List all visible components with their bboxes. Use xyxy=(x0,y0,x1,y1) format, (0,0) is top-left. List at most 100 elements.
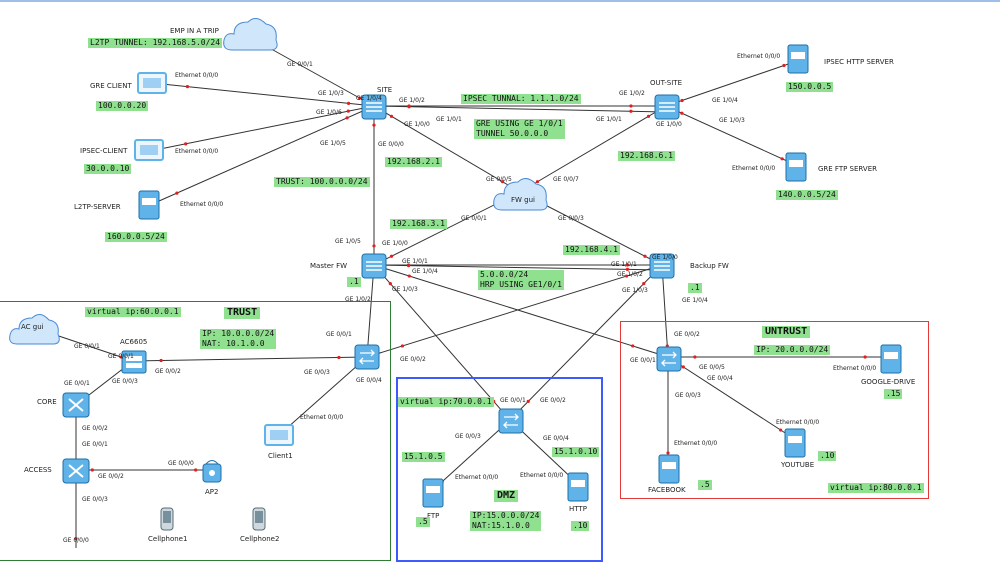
firewall-icon-master[interactable] xyxy=(361,253,387,283)
network-link xyxy=(519,105,667,193)
port-label: Ethernet 0/0/0 xyxy=(455,474,499,481)
node-label-ipsec-client: IPSEC-CLIENT xyxy=(80,147,128,155)
phone-icon-cellphone1[interactable] xyxy=(160,507,174,535)
label-untrust-ip: IP: 20.0.0.0/24 xyxy=(754,345,831,355)
untrust-zone xyxy=(620,321,929,499)
port-label: GE 0/0/2 xyxy=(540,397,566,404)
label-gre-client-ip: 100.0.0.20 xyxy=(96,101,149,111)
server-icon-ftp[interactable] xyxy=(422,478,444,512)
port-dot xyxy=(625,267,630,271)
port-dot xyxy=(372,123,376,127)
port-dot xyxy=(406,264,411,268)
port-label: GE 0/0/5 xyxy=(699,364,725,371)
pc-icon-client1[interactable] xyxy=(264,424,294,452)
port-dot xyxy=(629,109,633,113)
network-link xyxy=(373,105,521,193)
pc-icon-gre-client[interactable] xyxy=(137,72,167,100)
port-label: GE 0/0/0 xyxy=(168,460,194,467)
server-icon-youtube[interactable] xyxy=(784,428,806,462)
node-label-http: HTTP xyxy=(569,505,587,513)
port-dot xyxy=(643,254,647,258)
port-label: GE 1/0/2 xyxy=(345,296,371,303)
ac-icon-ac6605[interactable] xyxy=(121,350,147,378)
port-dot xyxy=(680,111,684,115)
port-label: GE 0/0/5 xyxy=(486,176,512,183)
cloud-icon-ac-gui[interactable] xyxy=(8,312,62,354)
port-label: GE 0/0/4 xyxy=(543,435,569,442)
server-icon-facebook[interactable] xyxy=(658,454,680,488)
port-dot xyxy=(372,244,376,248)
node-label-access: ACCESS xyxy=(24,466,52,474)
port-dot xyxy=(389,254,394,258)
node-label-out-site: OUT-SITE xyxy=(650,79,682,87)
router-icon-out-site[interactable] xyxy=(654,94,680,124)
port-dot xyxy=(407,105,411,109)
label-ftp-ip: 15.1.0.5 xyxy=(402,452,445,462)
switch-icon-core[interactable] xyxy=(62,392,90,422)
network-link xyxy=(667,356,797,441)
node-label-gre-ftp: GRE FTP SERVER xyxy=(818,165,877,173)
port-dot xyxy=(389,114,394,118)
port-dot xyxy=(681,365,685,369)
port-dot xyxy=(780,157,784,161)
switch-icon-access[interactable] xyxy=(62,458,90,488)
trust-zone-title: TRUST xyxy=(224,307,261,319)
label-trust-ipnat: IP: 10.0.0.0/24 NAT: 10.1.0.0 xyxy=(200,329,277,349)
cloud-icon-fw-gui[interactable] xyxy=(492,176,550,222)
port-dot xyxy=(185,85,190,89)
port-label: GE 1/0/3 xyxy=(719,117,745,124)
switch-icon-dmz[interactable] xyxy=(498,408,524,438)
pc-icon-ipsec-client[interactable] xyxy=(134,139,164,167)
network-link xyxy=(132,356,368,362)
server-icon-http[interactable] xyxy=(567,472,589,506)
port-label: GE 0/0/2 xyxy=(400,356,426,363)
label-hrp: 5.0.0.0/24 HRP USING GE1/0/1 xyxy=(478,270,564,290)
port-label: GE 0/0/1 xyxy=(64,380,90,387)
server-icon-l2tp[interactable] xyxy=(138,190,160,224)
port-label: GE 0/0/0 xyxy=(378,141,404,148)
server-icon-ipsec-http[interactable] xyxy=(787,44,809,78)
port-label: GE 1/0/2 xyxy=(619,90,645,97)
port-dot xyxy=(90,468,94,472)
label-l2tp-tunnel: L2TP TUNNEL: 192.168.5.0/24 xyxy=(88,38,223,48)
port-label: GE 1/0/0 xyxy=(656,121,682,128)
label-http-ip: 15.1.0.10 xyxy=(552,447,600,457)
label-192-168-6-1: 192.168.6.1 xyxy=(618,151,675,161)
network-link xyxy=(665,59,801,107)
cloud-icon-emp[interactable] xyxy=(222,14,280,62)
server-icon-gre-ftp[interactable] xyxy=(785,152,807,186)
server-icon-google-drive[interactable] xyxy=(880,344,902,378)
label-master-dot1: .1 xyxy=(347,277,361,287)
port-dot xyxy=(680,98,684,103)
switch-icon-untrust[interactable] xyxy=(656,346,682,376)
node-label-ipsec-http: IPSEC HTTP SERVER xyxy=(824,58,894,66)
port-dot xyxy=(175,191,179,195)
port-label: GE 0/0/1 xyxy=(500,397,526,404)
network-link xyxy=(373,105,667,113)
port-label: Ethernet 0/0/0 xyxy=(175,148,219,155)
node-label-ftp: FTP xyxy=(427,512,440,520)
port-label: GE 1/0/3 xyxy=(392,286,418,293)
port-label: GE 0/0/1 xyxy=(630,357,656,364)
node-label-ac-gui: AC gui xyxy=(21,323,44,331)
port-dot xyxy=(625,263,630,267)
router-icon-site[interactable] xyxy=(361,94,387,124)
label-ipsec-tunnel: IPSEC TUNNAL: 1.1.1.0/24 xyxy=(461,94,581,104)
port-label: Ethernet 0/0/0 xyxy=(737,53,781,60)
network-link xyxy=(509,264,663,421)
phone-icon-cellphone2[interactable] xyxy=(252,507,266,535)
port-dot xyxy=(346,101,351,105)
port-dot xyxy=(194,468,198,472)
port-label: GE 0/0/2 xyxy=(674,331,700,338)
firewall-icon-backup[interactable] xyxy=(649,253,675,283)
switch-icon-trust[interactable] xyxy=(354,344,380,374)
network-link xyxy=(432,419,511,491)
label-gre-using: GRE USING GE 1/0/1 TUNNEL 50.0.0.0 xyxy=(474,119,565,139)
network-link xyxy=(254,39,375,107)
node-label-emp: EMP IN A TRIP xyxy=(170,27,219,35)
label-trust-net: TRUST: 100.0.0.0/24 xyxy=(274,177,370,187)
label-l2tp-server-ip: 160.0.0.5/24 xyxy=(105,232,167,242)
node-label-facebook: FACEBOOK xyxy=(648,486,686,494)
ap-icon-ap2[interactable] xyxy=(200,458,224,488)
node-label-l2tp-server: L2TP-SERVER xyxy=(74,203,121,211)
